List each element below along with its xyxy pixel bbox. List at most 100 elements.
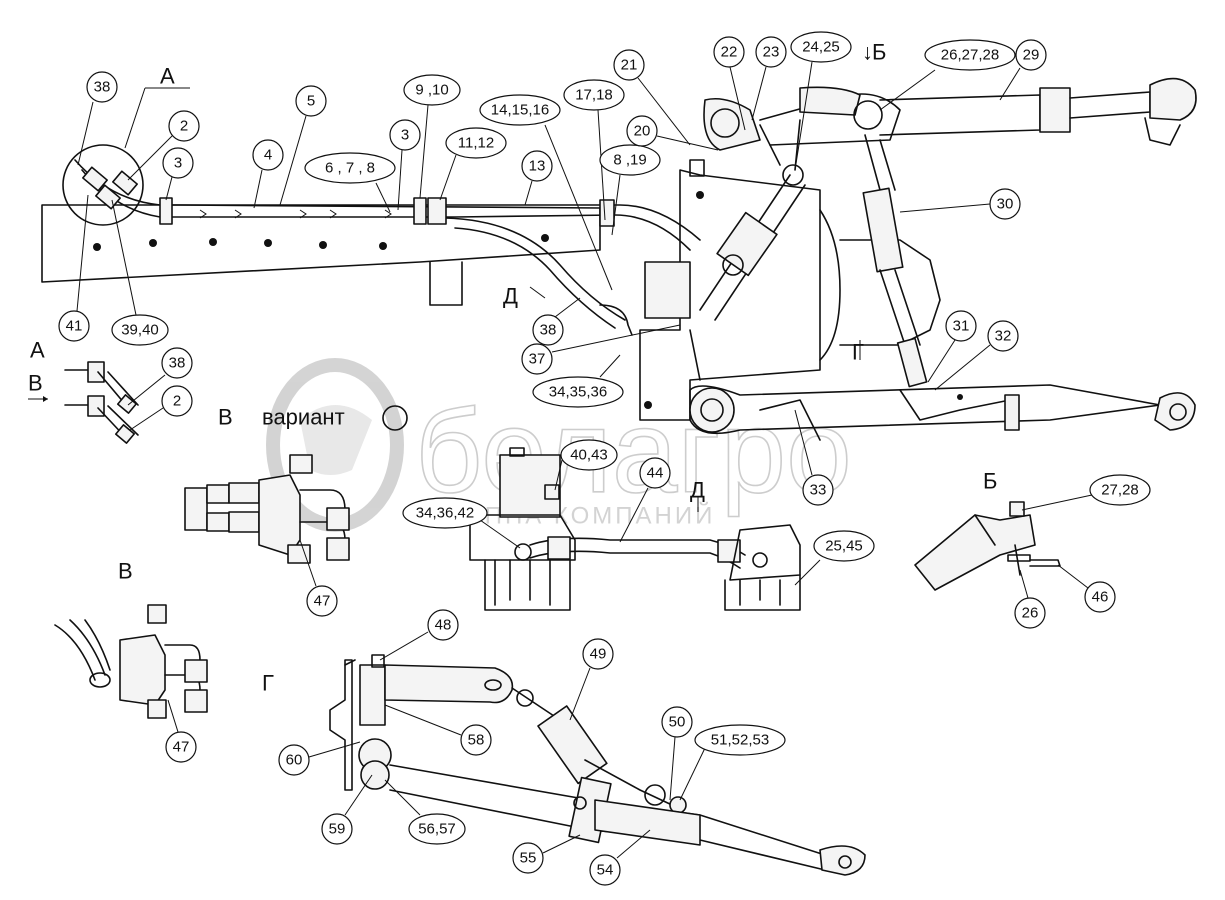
section-label-b: Б <box>983 469 997 494</box>
callout-4043: 40,43 <box>554 439 618 491</box>
callout-21: 21 <box>613 49 691 146</box>
callout-number: 29 <box>1023 47 1040 64</box>
callout-number: 44 <box>647 465 664 482</box>
callout-leader-line <box>554 297 581 318</box>
callout-29: 29 <box>999 39 1047 101</box>
view-label-v-left: В <box>28 371 43 396</box>
callout-leader-line <box>127 374 166 406</box>
section-label-g: Г <box>262 671 274 696</box>
callout-3940: 39,40 <box>111 199 169 346</box>
callout-47a: 47 <box>299 539 338 617</box>
callout-circle <box>295 85 327 117</box>
callout-number: 4 <box>264 147 272 164</box>
callout-23: 23 <box>751 36 787 121</box>
view-label-v-variant: В <box>218 405 233 430</box>
callout-circle <box>987 320 1019 352</box>
callout-2b: 2 <box>129 385 193 431</box>
callout-number: 47 <box>314 593 331 610</box>
callout-number: 60 <box>286 752 303 769</box>
callout-leader-line <box>384 704 462 736</box>
callout-circle <box>563 79 625 111</box>
callout-number: 26 <box>1022 605 1039 622</box>
callout-number: 26,27,28 <box>941 47 999 64</box>
callout-leader-line <box>569 667 591 721</box>
callout-number: 3 <box>174 155 182 172</box>
callout-1112: 11,12 <box>439 127 507 201</box>
lower-link <box>689 384 1196 441</box>
section-g <box>329 654 866 876</box>
callout-leader-line <box>879 69 936 111</box>
callout-circle <box>1014 597 1046 629</box>
callout-30: 30 <box>899 188 1021 220</box>
callout-leader-line <box>127 135 173 181</box>
callout-910: 9 ,10 <box>403 74 461 199</box>
view-v-variant <box>184 405 408 564</box>
callout-circle <box>560 439 618 471</box>
callout-number: 56,57 <box>418 821 456 838</box>
callout-2728: 27,28 <box>1021 474 1151 511</box>
callout-32: 32 <box>934 320 1019 391</box>
callout-number: 8 ,19 <box>613 152 646 169</box>
callout-circle <box>661 706 693 738</box>
callout-number: 48 <box>435 617 452 634</box>
callout-leader-line <box>999 67 1021 101</box>
callout-38a: 38 <box>77 71 118 166</box>
callout-leader-line <box>551 324 681 353</box>
callout-leader-line <box>611 174 621 236</box>
callout-circle <box>790 31 852 63</box>
callout-number: 46 <box>1092 589 1109 606</box>
view-a-detail <box>28 361 139 444</box>
callout-circle <box>626 115 658 147</box>
callout-circle <box>582 638 614 670</box>
callout-circle <box>389 119 421 151</box>
callout-46: 46 <box>1057 564 1116 613</box>
callout-circle <box>304 152 396 184</box>
callout-141516: 14,15,16 <box>479 94 613 291</box>
callout-leader-line <box>599 354 621 378</box>
callout-circle <box>168 110 200 142</box>
callout-leader-line <box>554 459 563 491</box>
callout-number: 22 <box>721 44 738 61</box>
callout-leader-line <box>375 182 391 213</box>
callout-50: 50 <box>661 706 693 801</box>
detail-a-circle <box>62 144 144 226</box>
callout-leader-line <box>279 115 307 206</box>
callout-circle <box>252 139 284 171</box>
callout-leader-line <box>76 194 89 312</box>
callout-leader-line <box>544 124 613 291</box>
callout-number: 24,25 <box>802 39 840 56</box>
view-label-a-left: А <box>30 338 45 363</box>
callout-1718: 17,18 <box>563 79 625 221</box>
callout-leader-line <box>899 203 991 213</box>
callout-number: 55 <box>520 850 537 867</box>
callout-leader-line <box>524 180 533 206</box>
callout-leader-line <box>751 66 767 121</box>
gearbox-housing <box>639 159 941 421</box>
view-label-b-top: Б <box>872 40 886 65</box>
callout-38b: 38 <box>532 297 581 346</box>
view-label-a-top: А <box>160 64 175 89</box>
watermark-brand: белагро <box>415 386 852 518</box>
callout-leader-line <box>679 747 706 801</box>
callout-60: 60 <box>278 741 361 776</box>
callout-3b: 3 <box>389 119 421 211</box>
callout-5657: 56,57 <box>384 779 466 845</box>
callout-2a: 2 <box>127 110 200 181</box>
callout-circle <box>427 609 459 641</box>
callout-circle <box>713 36 745 68</box>
callout-number: 51,52,53 <box>711 732 769 749</box>
watermark: белагро ГРУППА КОМПАНИЙ <box>266 358 853 532</box>
callout-47b: 47 <box>165 699 197 763</box>
callout-circle <box>1084 581 1116 613</box>
callout-circle <box>521 343 553 375</box>
callout-leader-line <box>165 176 173 201</box>
callout-number: 2 <box>173 393 181 410</box>
callout-number: 49 <box>590 646 607 663</box>
callout-circle <box>86 71 118 103</box>
callout-circle <box>613 49 645 81</box>
section-d <box>469 447 801 611</box>
callout-circle <box>58 310 90 342</box>
callout-circle <box>479 94 561 126</box>
callout-number: 38 <box>169 355 186 372</box>
